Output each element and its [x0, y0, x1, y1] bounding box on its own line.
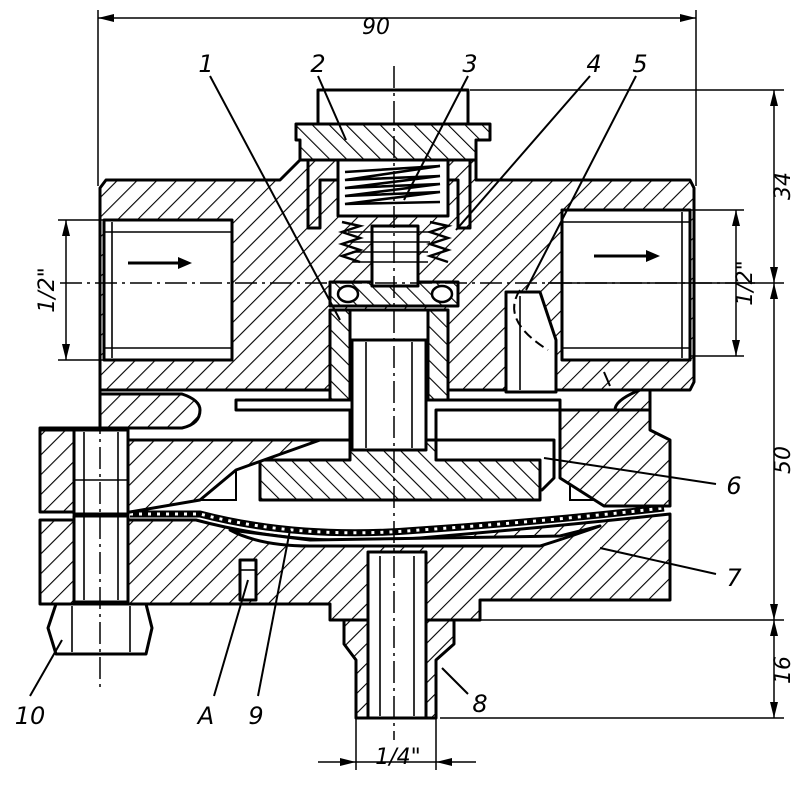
outlet-port-bore: [560, 208, 692, 362]
flow-arrow-outlet: [594, 250, 660, 262]
dim-overall-width: 90: [362, 15, 390, 40]
dim-top-height: 34: [771, 172, 796, 200]
inlet-port-bore: [102, 218, 234, 362]
label-part-10: 10: [15, 702, 46, 730]
outlet-passage: [504, 289, 611, 394]
dim-drain-port: 1/4": [375, 745, 421, 770]
label-part-9: 9: [248, 702, 263, 730]
dim-lower-height: 50: [771, 446, 796, 474]
dimension-lines: [58, 10, 784, 770]
dim-inlet-port: 1/2": [35, 267, 60, 313]
flow-arrow-inlet: [128, 257, 192, 269]
label-part-8: 8: [472, 690, 487, 718]
label-part-5: 5: [632, 50, 647, 78]
dim-outlet-port: 1/2": [733, 260, 758, 306]
stem-guide: [328, 308, 450, 402]
drain-fitting: [342, 550, 456, 720]
dim-bottom-height: 16: [771, 656, 796, 684]
bolt: [72, 428, 130, 604]
leader-lines: [29, 75, 717, 697]
spring-chamber: [336, 158, 450, 218]
label-part-7: 7: [726, 564, 742, 592]
label-part-6: 6: [726, 472, 741, 500]
label-part-2: 2: [310, 50, 325, 78]
pilot-spring-lower: [338, 220, 453, 264]
pilot-stem: [348, 224, 432, 288]
label-part-4: 4: [586, 50, 601, 78]
center-lines: [60, 66, 760, 740]
label-part-A: A: [196, 702, 214, 730]
valve-piston: [258, 338, 542, 502]
label-part-1: 1: [198, 50, 213, 78]
lower-cover: [38, 408, 672, 622]
label-part-3: 3: [462, 50, 477, 78]
